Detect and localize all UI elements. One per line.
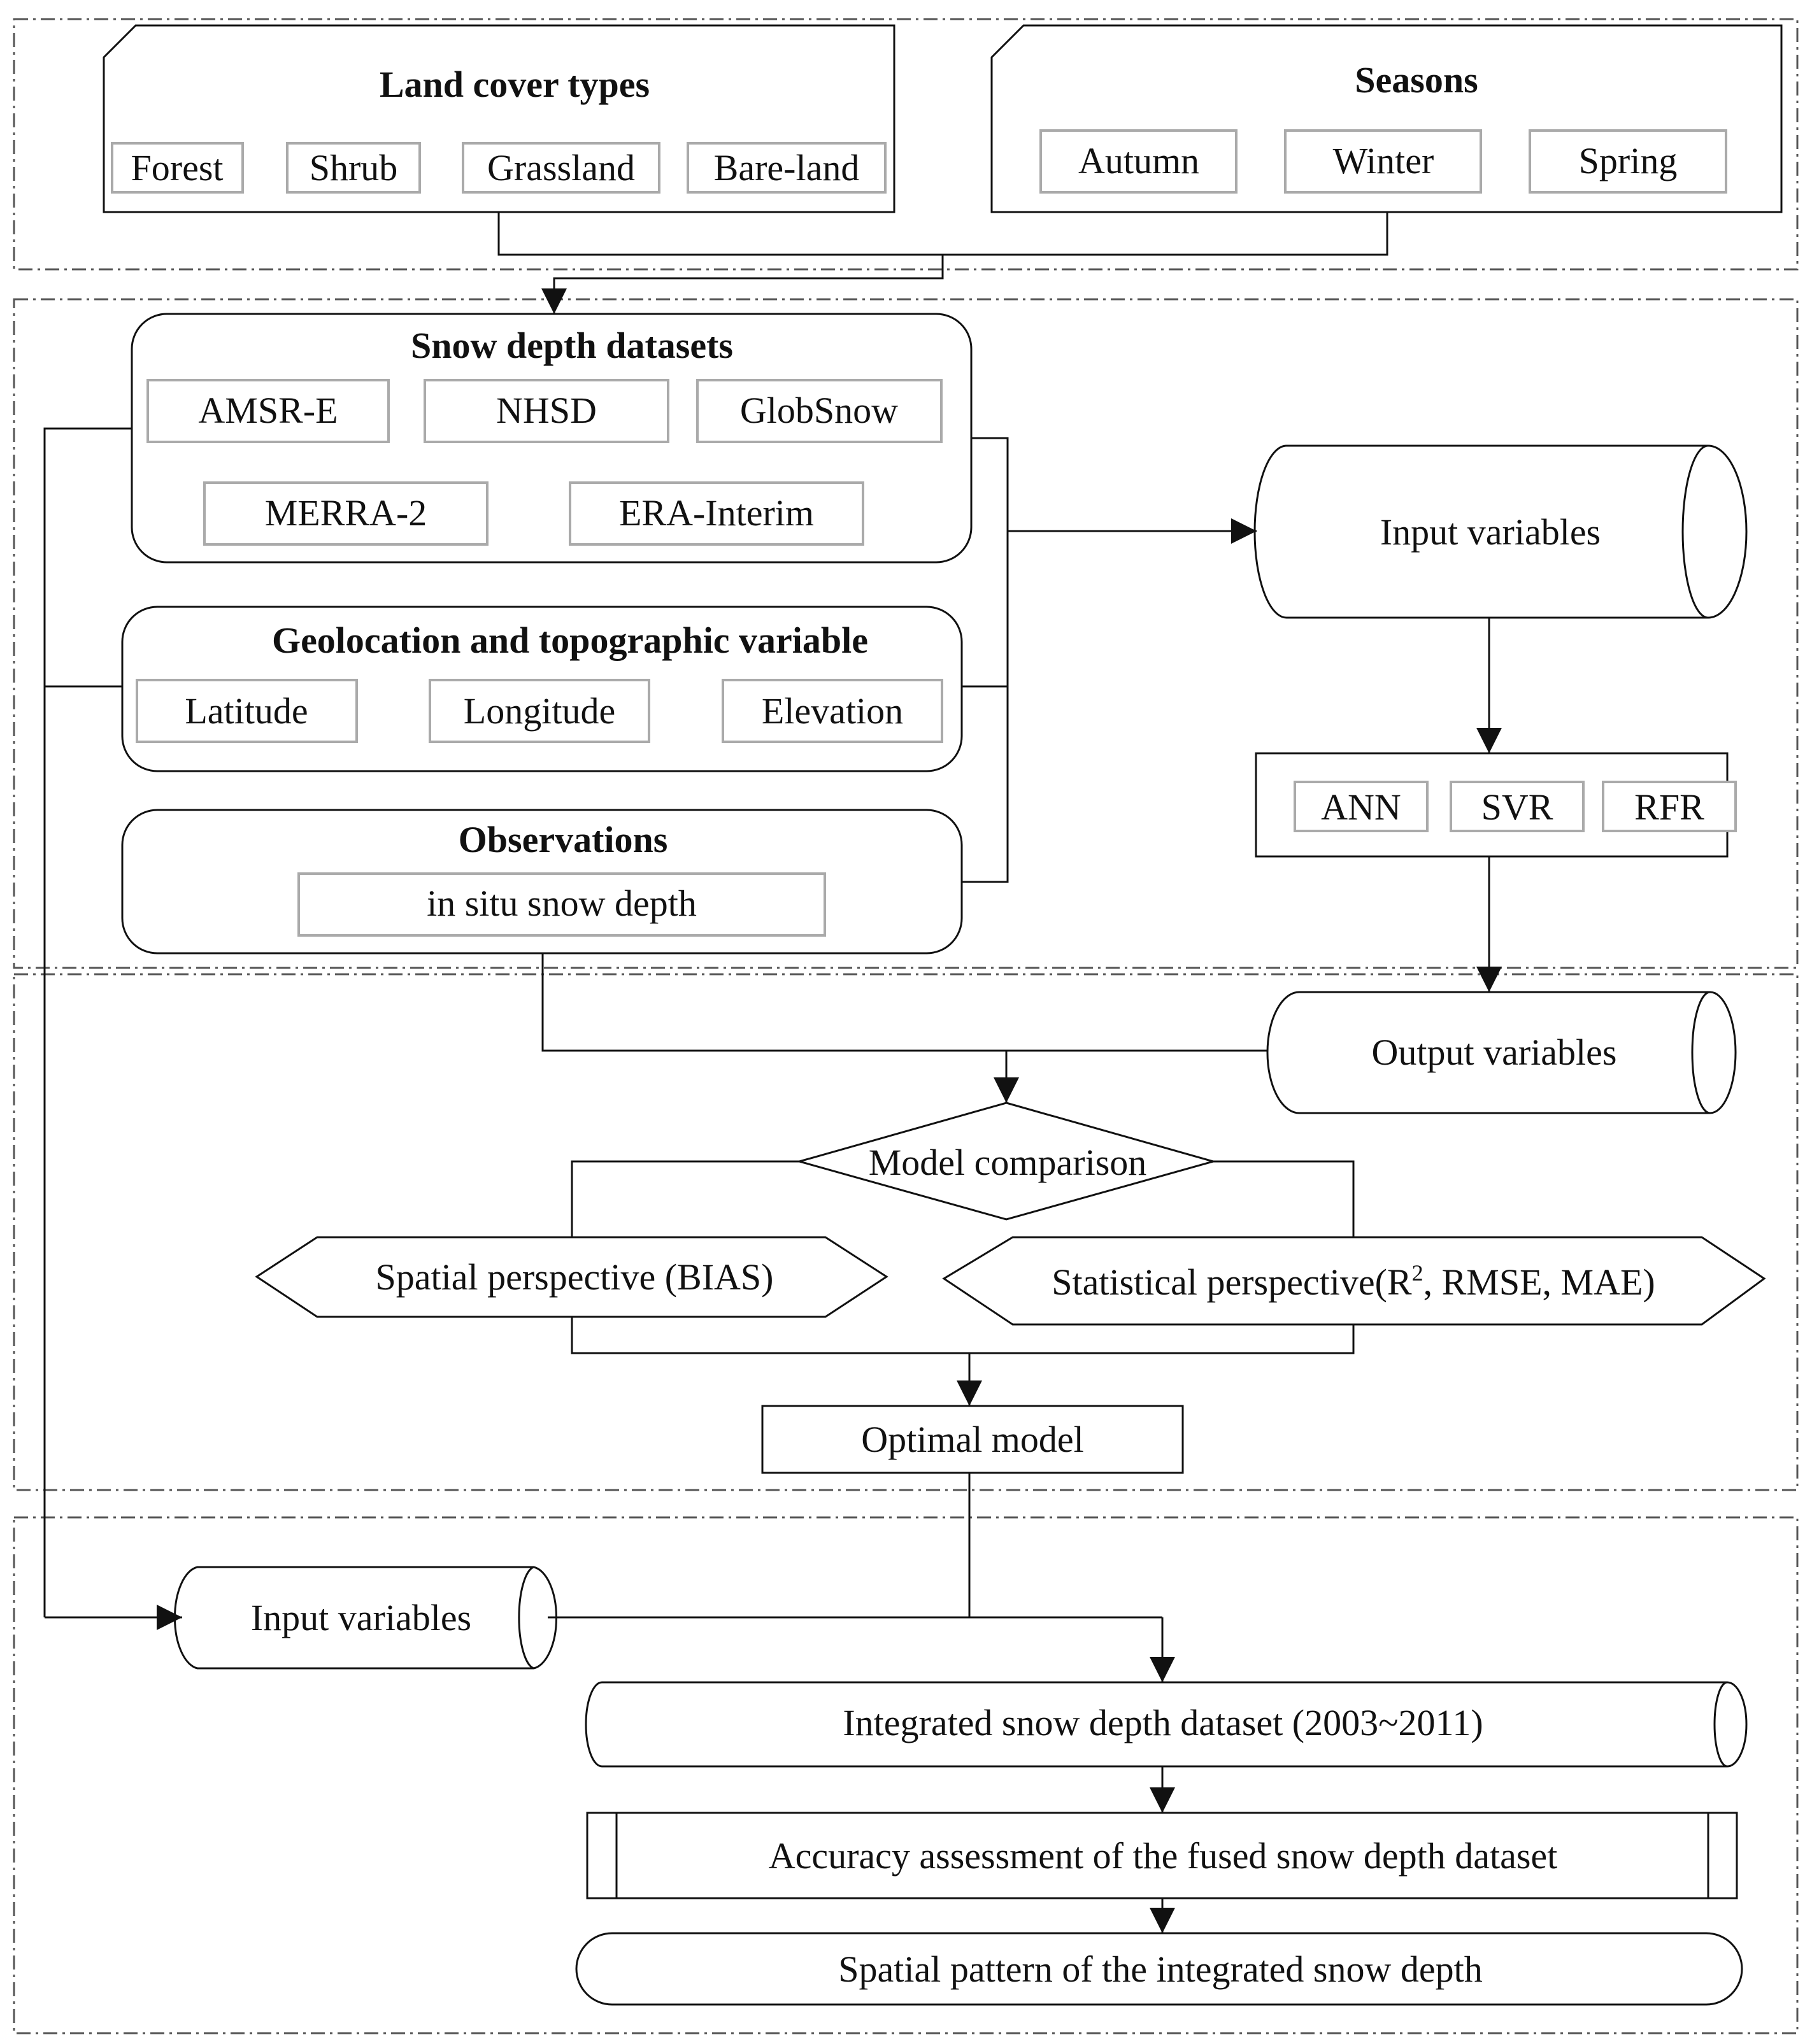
season-item-spring [1529, 129, 1727, 194]
statistical-superscript: 2 [1412, 1260, 1423, 1286]
dataset-item-amsr-e [146, 379, 390, 443]
model-item-svr [1450, 781, 1585, 832]
dataset-item-era-interim [569, 481, 864, 546]
dataset-label-merra-2: MERRA-2 [265, 492, 427, 534]
left-long-connector [43, 427, 132, 1617]
land-cover-item-forest [111, 142, 244, 194]
dataset-label-amsr-e: AMSR-E [198, 390, 338, 431]
geo-item-longitude [429, 679, 650, 743]
section-frame-4 [13, 1516, 1799, 2034]
model-item-rfr [1602, 781, 1737, 832]
statistical-perspective-box: Statistical perspective(R2, RMSE, MAE) [942, 1236, 1766, 1326]
integrated-dataset-label: Integrated snow depth dataset (2003~2011… [843, 1702, 1483, 1743]
accuracy-assessment-box: Accuracy assessment of the fused snow de… [586, 1812, 1738, 1899]
observations-box: Observations in situ snow depth [121, 809, 963, 955]
connector-to-comparison [541, 953, 1267, 1052]
model-label-svr: SVR [1481, 786, 1553, 828]
seasons-title: Seasons [1355, 59, 1478, 101]
connector-land-seasons [497, 212, 1388, 256]
geolocation-title: Geolocation and topographic variable [272, 620, 868, 661]
dataset-label-globsnow: GlobSnow [740, 390, 898, 431]
output-variables-label: Output variables [1372, 1032, 1617, 1073]
statistical-prefix: Statistical perspective(R [1052, 1261, 1412, 1303]
input-bracket-right [962, 437, 1009, 883]
spatial-perspective-box: Spatial perspective (BIAS) [255, 1236, 888, 1318]
season-label-winter: Winter [1333, 140, 1434, 181]
season-item-autumn [1039, 129, 1238, 194]
model-comparison-label: Model comparison [869, 1142, 1147, 1183]
observation-label-in-situ: in situ snow depth [427, 883, 697, 924]
connector-to-datasets [541, 255, 944, 314]
land-cover-item-grassland [462, 142, 660, 194]
land-cover-label-forest: Forest [131, 147, 224, 188]
season-label-autumn: Autumn [1078, 140, 1199, 181]
optimal-model-label: Optimal model [861, 1419, 1084, 1460]
model-item-ann [1294, 781, 1429, 832]
geo-label-elevation: Elevation [762, 690, 903, 732]
land-cover-label-shrub: Shrub [310, 147, 398, 188]
geolocation-box: Geolocation and topographic variable Lat… [121, 606, 963, 772]
snow-datasets-title: Snow depth datasets [411, 325, 733, 366]
statistical-suffix: , RMSE, MAE) [1423, 1261, 1655, 1303]
models-box: ANN SVR RFR [1255, 752, 1737, 858]
model-comparison-box: Model comparison [795, 1102, 1217, 1221]
accuracy-assessment-label: Accuracy assessment of the fused snow de… [769, 1835, 1558, 1877]
integrated-dataset-box: Integrated snow depth dataset (2003~2011… [585, 1681, 1748, 1768]
input-variables-bottom-box: Input variables [173, 1566, 558, 1670]
seasons-box: Seasons Autumn Winter Spring [990, 24, 1783, 213]
spatial-pattern-box: Spatial pattern of the integrated snow d… [575, 1932, 1743, 2006]
geo-label-longitude: Longitude [464, 690, 615, 732]
statistical-perspective-label: Statistical perspective(R2, RMSE, MAE) [1052, 1260, 1655, 1303]
spatial-perspective-label: Spatial perspective (BIAS) [376, 1256, 774, 1298]
model-label-rfr: RFR [1634, 786, 1704, 828]
geo-item-latitude [136, 679, 358, 743]
branch-to-statistical [1213, 1160, 1355, 1237]
land-cover-item-bare-land [687, 142, 887, 194]
section-frame-3 [13, 973, 1799, 1491]
output-variables-box: Output variables [1266, 991, 1737, 1114]
land-cover-item-shrub [286, 142, 421, 194]
land-cover-label-bare-land: Bare-land [714, 147, 860, 188]
optimal-model-box: Optimal model [761, 1405, 1184, 1474]
section-frame-1 [13, 18, 1799, 271]
spatial-pattern-label: Spatial pattern of the integrated snow d… [838, 1948, 1483, 1990]
input-variables-bottom-label: Input variables [251, 1597, 471, 1638]
season-item-winter [1284, 129, 1482, 194]
input-variables-top-label: Input variables [1380, 511, 1601, 553]
dataset-label-era-interim: ERA-Interim [619, 492, 814, 534]
land-cover-title: Land cover types [380, 64, 650, 105]
observation-item-in-situ [297, 872, 826, 937]
model-label-ann: ANN [1321, 786, 1401, 828]
dataset-item-nhsd [424, 379, 669, 443]
geo-label-latitude: Latitude [185, 690, 308, 732]
dataset-item-merra-2 [203, 481, 489, 546]
merge-perspectives [571, 1317, 1355, 1354]
input-variables-top-box: Input variables [1253, 444, 1748, 619]
land-cover-types-box: Land cover types Forest Shrub Grassland … [103, 24, 895, 213]
geo-item-elevation [722, 679, 943, 743]
observations-title: Observations [459, 819, 668, 860]
dataset-item-globsnow [696, 379, 943, 443]
season-label-spring: Spring [1579, 140, 1678, 181]
land-cover-label-grassland: Grassland [487, 147, 635, 188]
snow-depth-datasets-box: Snow depth datasets AMSR-E NHSD GlobSnow… [131, 313, 973, 564]
section-frame-2 [13, 298, 1799, 969]
dataset-label-nhsd: NHSD [496, 390, 597, 431]
branch-to-spatial [571, 1160, 799, 1237]
